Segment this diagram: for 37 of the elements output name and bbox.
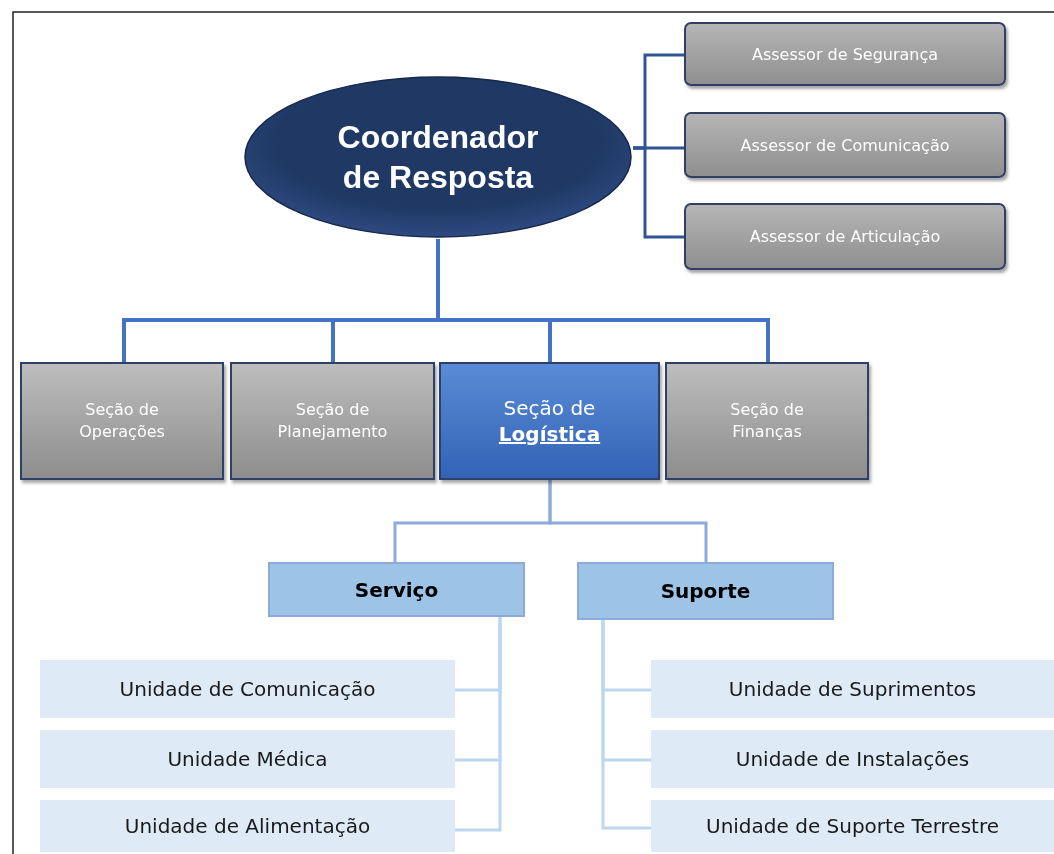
node-label: Unidade de Alimentação xyxy=(124,814,371,838)
node-label: Seção de Finanças xyxy=(729,398,805,443)
unit-box xyxy=(651,800,1054,852)
unit-box xyxy=(40,730,455,788)
advisor-box xyxy=(684,203,1006,270)
highlighted-section-box xyxy=(439,362,660,480)
unit-box xyxy=(651,730,1054,788)
node-label: Unidade de Comunicação xyxy=(119,677,376,701)
advisor-box xyxy=(684,112,1006,178)
section-box xyxy=(20,362,224,480)
node-label: Assessor de Segurança xyxy=(751,44,939,64)
node-label: Serviço xyxy=(354,577,439,602)
section-box xyxy=(665,362,869,480)
connector-line xyxy=(455,617,502,832)
advisor-box xyxy=(684,22,1006,86)
connector-line xyxy=(633,146,684,239)
node-label: Unidade Médica xyxy=(167,747,328,771)
section-box xyxy=(230,362,435,480)
node-label: Unidade de Instalações xyxy=(735,747,970,771)
unit-box xyxy=(40,800,455,852)
unit-box xyxy=(651,660,1054,718)
node-label: Unidade de Suporte Terrestre xyxy=(706,814,999,838)
coordinator-ellipse xyxy=(243,75,633,239)
node-label: Unidade de Suprimentos xyxy=(728,677,977,701)
node-label: Assessor de Comunicação xyxy=(740,135,950,155)
node-label: Assessor de Articulação xyxy=(749,227,941,246)
group-box xyxy=(577,562,834,620)
node-label: Coordenador de Resposta xyxy=(336,118,540,197)
node-label: Seção de Planejamento xyxy=(276,398,389,443)
connector-line xyxy=(436,239,770,362)
node-label: Seção de Logística xyxy=(497,395,602,447)
node-label: Seção de Operações xyxy=(78,398,166,443)
node-label: Suporte xyxy=(660,579,751,603)
connector-line xyxy=(601,620,651,830)
unit-box xyxy=(40,660,455,718)
group-box xyxy=(268,562,525,617)
connector-line xyxy=(548,480,708,562)
